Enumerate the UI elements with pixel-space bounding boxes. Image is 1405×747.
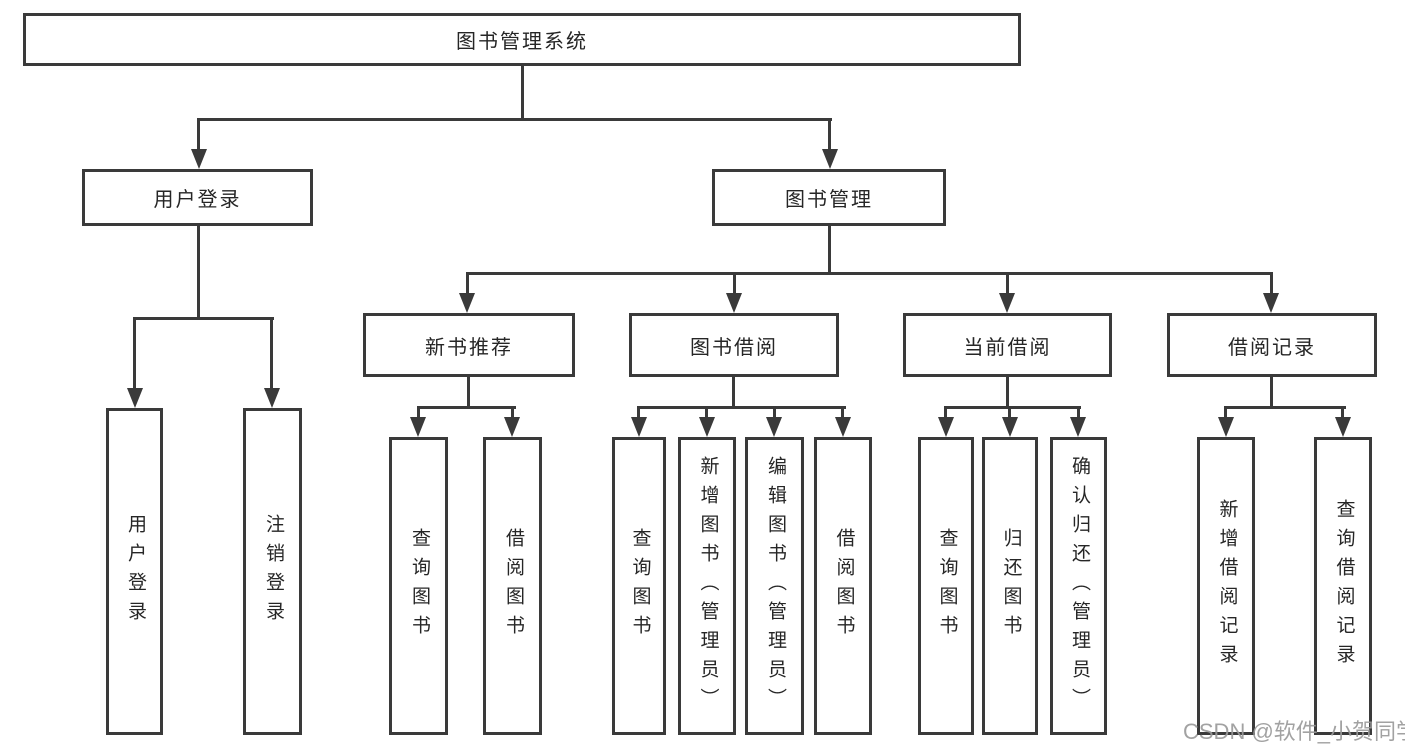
leaf-borrow-books-1: 借阅图书 bbox=[483, 437, 542, 735]
connector-arrowhead bbox=[127, 388, 143, 408]
connector-vline bbox=[1006, 377, 1009, 409]
connector-hline bbox=[466, 272, 1273, 275]
leaf-query-books-1-label: 查询图书 bbox=[408, 528, 430, 644]
connector-arrowhead bbox=[1070, 417, 1086, 437]
connector-vline bbox=[944, 406, 947, 419]
leaf-add-borrow-record: 新增借阅记录 bbox=[1197, 437, 1255, 735]
leaf-return-books: 归还图书 bbox=[982, 437, 1038, 735]
node-new-book-recommend-label: 新书推荐 bbox=[425, 336, 513, 359]
node-user-login-label: 用户登录 bbox=[153, 189, 242, 211]
csdn-watermark: CSDN @软件_小贺同学 bbox=[1183, 719, 1405, 744]
node-book-borrowing-label: 图书借阅 bbox=[690, 336, 778, 359]
connector-arrowhead bbox=[191, 149, 207, 169]
connector-vline bbox=[1006, 272, 1009, 295]
connector-vline bbox=[841, 406, 844, 419]
node-book-management-label: 图书管理 bbox=[785, 189, 873, 211]
leaf-user-login-label: 用户登录 bbox=[124, 513, 146, 630]
leaf-logout: 注销登录 bbox=[243, 408, 302, 735]
connector-vline bbox=[270, 317, 273, 390]
leaf-query-borrow-record-label: 查询借阅记录 bbox=[1333, 499, 1355, 673]
node-book-borrowing: 图书借阅 bbox=[629, 313, 839, 377]
connector-vline bbox=[828, 118, 831, 151]
leaf-borrow-books-2: 借阅图书 bbox=[814, 437, 872, 735]
connector-arrowhead bbox=[459, 293, 475, 313]
leaf-query-books-3-label: 查询图书 bbox=[936, 528, 958, 644]
connector-vline bbox=[1077, 406, 1080, 419]
connector-vline bbox=[197, 118, 200, 151]
leaf-edit-book-admin-label: 编辑图书（管理员） bbox=[764, 455, 786, 717]
leaf-query-borrow-record: 查询借阅记录 bbox=[1314, 437, 1372, 735]
connector-arrowhead bbox=[1263, 293, 1279, 313]
leaf-query-books-2: 查询图书 bbox=[612, 437, 666, 735]
leaf-confirm-return-admin: 确认归还（管理员） bbox=[1050, 437, 1107, 735]
node-library-management-system: 图书管理系统 bbox=[23, 13, 1021, 66]
connector-vline bbox=[828, 226, 831, 274]
connector-arrowhead bbox=[1335, 417, 1351, 437]
connector-vline bbox=[773, 406, 776, 419]
connector-vline bbox=[197, 226, 200, 319]
leaf-confirm-return-admin-label: 确认归还（管理员） bbox=[1068, 455, 1090, 717]
leaf-user-login: 用户登录 bbox=[106, 408, 163, 735]
leaf-logout-label: 注销登录 bbox=[262, 513, 284, 630]
connector-arrowhead bbox=[699, 417, 715, 437]
leaf-borrow-books-2-label: 借阅图书 bbox=[833, 528, 855, 644]
connector-arrowhead bbox=[410, 417, 426, 437]
connector-vline bbox=[732, 377, 735, 409]
connector-hline bbox=[133, 317, 274, 320]
node-user-login: 用户登录 bbox=[82, 169, 313, 226]
connector-vline bbox=[133, 317, 136, 390]
leaf-edit-book-admin: 编辑图书（管理员） bbox=[745, 437, 804, 735]
connector-vline bbox=[1008, 406, 1011, 419]
connector-arrowhead bbox=[631, 417, 647, 437]
connector-vline bbox=[1270, 377, 1273, 409]
leaf-query-books-3: 查询图书 bbox=[918, 437, 974, 735]
connector-arrowhead bbox=[504, 417, 520, 437]
connector-hline bbox=[944, 406, 1081, 409]
connector-vline bbox=[705, 406, 708, 419]
leaf-query-books-1: 查询图书 bbox=[389, 437, 448, 735]
connector-hline bbox=[637, 406, 846, 409]
connector-arrowhead bbox=[1002, 417, 1018, 437]
connector-arrowhead bbox=[766, 417, 782, 437]
connector-arrowhead bbox=[726, 293, 742, 313]
connector-hline bbox=[197, 118, 832, 121]
leaf-add-book-admin-label: 新增图书（管理员） bbox=[697, 455, 719, 717]
leaf-query-books-2-label: 查询图书 bbox=[629, 528, 651, 644]
leaf-return-books-label: 归还图书 bbox=[1000, 528, 1022, 644]
connector-arrowhead bbox=[1218, 417, 1234, 437]
node-current-borrowing-label: 当前借阅 bbox=[963, 336, 1052, 359]
node-book-management: 图书管理 bbox=[712, 169, 946, 226]
connector-vline bbox=[417, 406, 420, 419]
connector-vline bbox=[467, 377, 470, 409]
connector-arrowhead bbox=[264, 388, 280, 408]
connector-hline bbox=[417, 406, 516, 409]
connector-hline bbox=[1224, 406, 1346, 409]
connector-vline bbox=[637, 406, 640, 419]
connector-vline bbox=[511, 406, 514, 419]
connector-vline bbox=[733, 272, 736, 295]
node-borrow-records-label: 借阅记录 bbox=[1228, 336, 1316, 359]
connector-vline bbox=[1224, 406, 1227, 419]
leaf-borrow-books-1-label: 借阅图书 bbox=[502, 528, 524, 644]
connector-vline bbox=[1270, 272, 1273, 295]
node-library-management-system-label: 图书管理系统 bbox=[456, 31, 588, 53]
node-borrow-records: 借阅记录 bbox=[1167, 313, 1377, 377]
connector-vline bbox=[466, 272, 469, 295]
node-current-borrowing: 当前借阅 bbox=[903, 313, 1112, 377]
connector-vline bbox=[521, 66, 524, 118]
leaf-add-borrow-record-label: 新增借阅记录 bbox=[1216, 499, 1238, 673]
leaf-add-book-admin: 新增图书（管理员） bbox=[678, 437, 736, 735]
connector-arrowhead bbox=[938, 417, 954, 437]
connector-arrowhead bbox=[999, 293, 1015, 313]
connector-arrowhead bbox=[822, 149, 838, 169]
node-new-book-recommend: 新书推荐 bbox=[363, 313, 575, 377]
connector-vline bbox=[1341, 406, 1344, 419]
connector-arrowhead bbox=[835, 417, 851, 437]
